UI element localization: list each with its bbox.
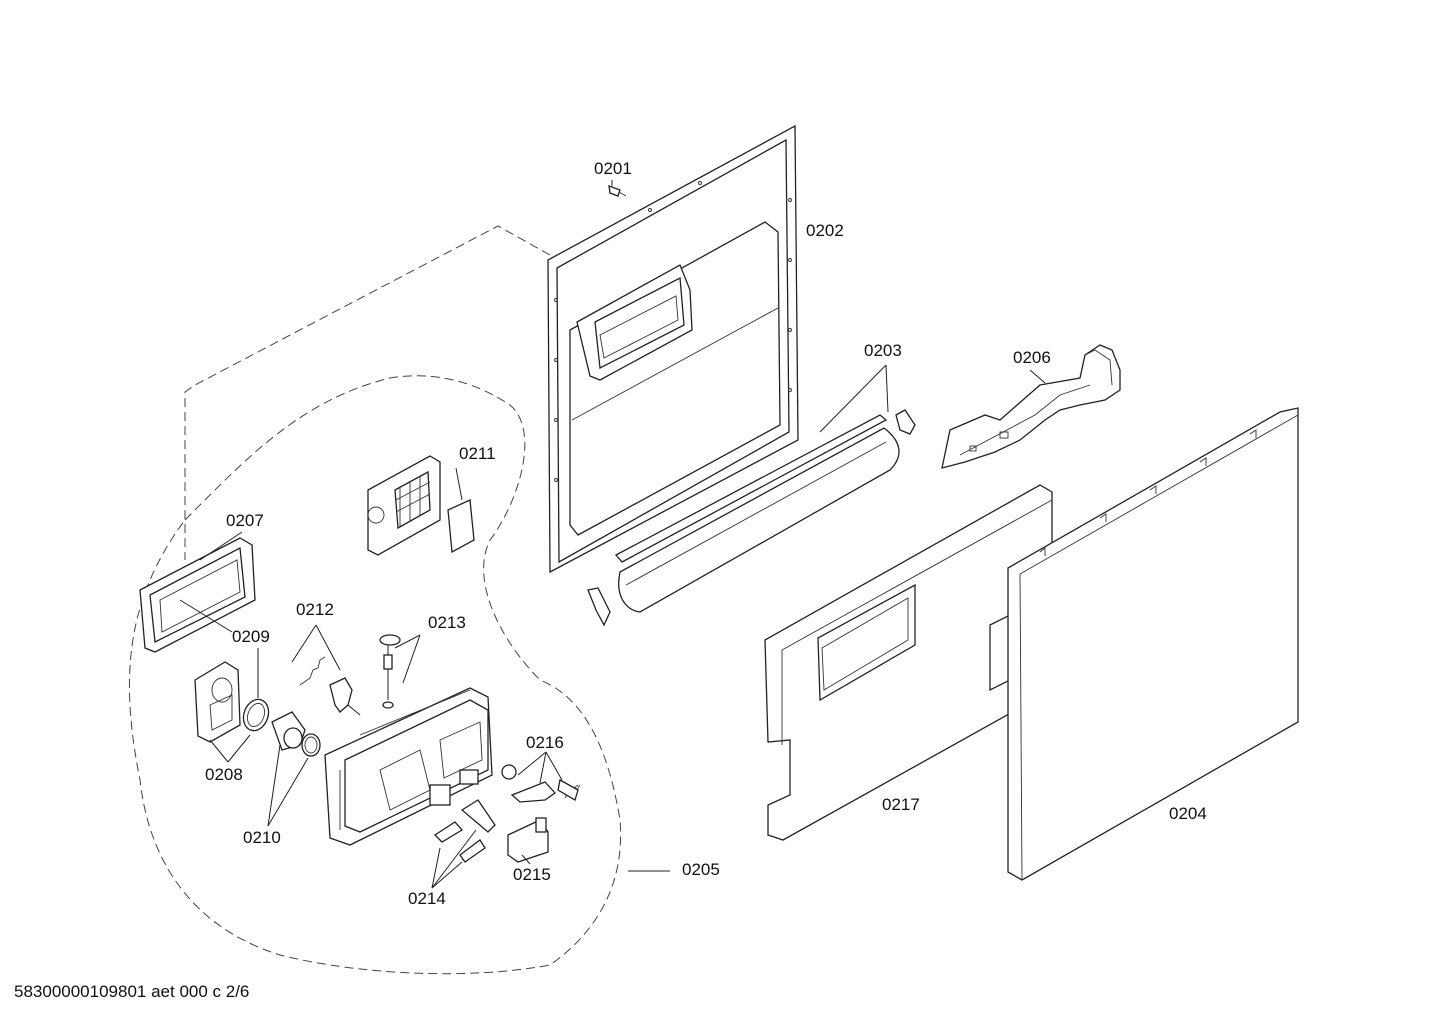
label-0205: 0205: [682, 860, 720, 879]
drawing-caption: 58300000109801 aet 000 c 2/6: [14, 982, 249, 1001]
label-0216: 0216: [526, 733, 564, 752]
leader-door-to-group: [184, 225, 551, 560]
label-0210: 0210: [243, 828, 281, 847]
label-0215: 0215: [513, 865, 551, 884]
part-0209-ring: [242, 698, 270, 732]
part-0203-clip: [895, 409, 916, 435]
label-0202: 0202: [806, 221, 844, 240]
part-0202-inner-door: [547, 124, 799, 574]
part-0216-levers-springs: [501, 764, 581, 803]
part-0214-levers-spring: [433, 799, 496, 863]
label-0204: 0204: [1169, 804, 1207, 823]
part-0207-frame: [139, 537, 256, 653]
label-0214: 0214: [408, 889, 446, 908]
label-0213: 0213: [428, 613, 466, 632]
label-0203: 0203: [864, 341, 902, 360]
part-0213-pin: [379, 634, 401, 709]
label-0217: 0217: [882, 795, 920, 814]
part-0206-hinge-bracket: [941, 344, 1121, 469]
part-0210-cap: [271, 711, 321, 757]
label-0206: 0206: [1013, 348, 1051, 367]
label-0207: 0207: [226, 511, 264, 530]
label-0212: 0212: [296, 600, 334, 619]
part-0211-vent: [367, 455, 475, 556]
part-0204-outer-door: [1007, 407, 1299, 881]
label-0208: 0208: [205, 765, 243, 784]
part-0212-spring-lever: [299, 656, 361, 716]
label-0201: 0201: [594, 159, 632, 178]
part-0205-dispenser-housing: [324, 687, 493, 846]
part-0203-bottom-trim: [587, 414, 900, 627]
part-0201-screw: [608, 185, 627, 197]
assembly-0205-boundary: [128, 375, 622, 975]
label-0211: 0211: [459, 444, 496, 463]
part-0215-switch: [507, 817, 549, 863]
label-0209: 0209: [232, 627, 270, 646]
leader-lines: [179, 180, 1046, 889]
part-0208-holder: [194, 661, 241, 743]
